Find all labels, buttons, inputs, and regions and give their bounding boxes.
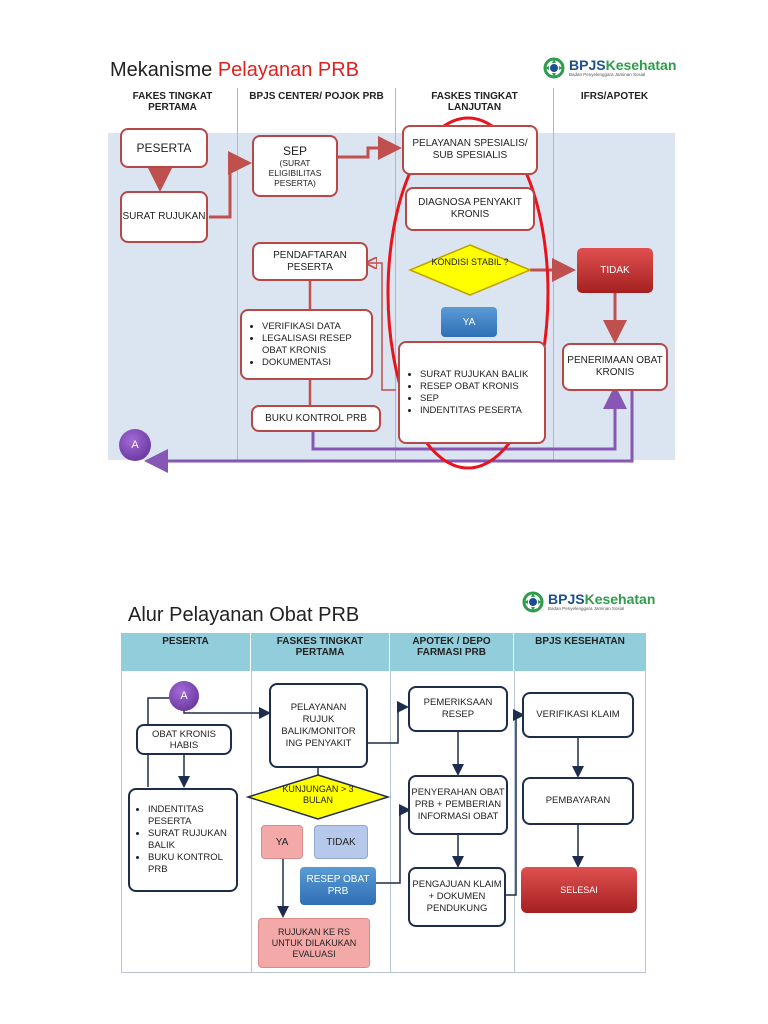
surat-item: SEP [420, 393, 528, 405]
peserta-doc-item: INDENTITAS PESERTA [148, 804, 236, 828]
penerimaan-obat-box: PENERIMAAN OBAT KRONIS [562, 343, 668, 391]
logo-brand-b: Kesehatan [605, 57, 677, 74]
lane-header-1: FAKES TINGKAT PERTAMA [108, 88, 238, 133]
bpjs-logo-icon [543, 57, 565, 79]
peserta-doc-item: SURAT RUJUKAN BALIK [148, 828, 236, 852]
lane-header-apotek: APOTEK / DEPO FARMASI PRB [390, 633, 514, 671]
purple-buku-to-penerimaan [311, 385, 627, 451]
sep-title: SEP [282, 144, 307, 158]
bpjs-logo-icon [522, 591, 544, 613]
arrow-pengajuan-to-verifikasi [506, 709, 525, 896]
pelayanan-spesialis-box: PELAYANAN SPESIALIS/ SUB SPESIALIS [402, 125, 538, 175]
lanes-body [121, 671, 646, 973]
surat-item: RESEP OBAT KRONIS [420, 381, 528, 393]
lane-header-4: IFRS/APOTEK [554, 88, 675, 133]
slide2-title: Alur Pelayanan Obat PRB [128, 604, 360, 626]
verifikasi-item: VERIFIKASI DATA [262, 321, 371, 333]
resep-obat-prb-box: RESEP OBAT PRB [300, 867, 376, 905]
logo-subtitle: Badan Penyelenggara Jaminan Sosial [569, 72, 646, 78]
verifikasi-item: DOKUMENTASI [262, 357, 371, 369]
surat-item: INDENTITAS PESERTA [420, 405, 528, 417]
title-part-1: Mekanisme [110, 59, 218, 81]
connector-a-circle: A [169, 681, 199, 711]
slide-alur-pelayanan-obat-prb: Alur Pelayanan Obat PRB BPJSKesehatan Ba… [118, 585, 655, 980]
surat-rujukan-box: SURAT RUJUKAN [120, 191, 208, 243]
rujukan-ke-rs-box: RUJUKAN KE RS UNTUK DILAKUKAN EVALUASI [258, 918, 370, 968]
slide1-title: Mekanisme Pelayanan PRB [110, 59, 359, 82]
slide-mekanisme-pelayanan-prb: Mekanisme Pelayanan PRB BPJSKesehatan Ba… [100, 45, 680, 473]
lane-header-2: BPJS CENTER/ POJOK PRB [238, 88, 396, 133]
penyerahan-obat-box: PENYERAHAN OBAT PRB + PEMBERIAN INFORMAS… [408, 775, 508, 835]
logo-subtitle: Badan Penyelenggara Jaminan Sosial [548, 606, 625, 612]
surat-rujukan-list: SURAT RUJUKAN BALIK RESEP OBAT KRONIS SE… [406, 369, 528, 417]
peserta-docs-list: INDENTITAS PESERTA SURAT RUJUKAN BALIK B… [134, 804, 236, 876]
verifikasi-klaim-box: VERIFIKASI KLAIM [522, 692, 634, 738]
kunjungan-label: KUNJUNGAN > 3 BULAN [282, 784, 354, 805]
arrow-surat-to-pendaftaran [368, 263, 396, 391]
slide1-connectors [144, 116, 634, 473]
pendaftaran-peserta-box: PENDAFTARAN PESERTA [252, 242, 368, 281]
diamond-kunjungan [245, 774, 391, 820]
surat-rujukan-list-box: SURAT RUJUKAN BALIK RESEP OBAT KRONIS SE… [398, 341, 546, 444]
sep-subtitle: (SURAT ELIGIBILITAS PESERTA) [268, 158, 322, 188]
verifikasi-item: LEGALISASI RESEP OBAT KRONIS [262, 333, 371, 357]
diagnosa-box: DIAGNOSA PENYAKIT KRONIS [405, 187, 535, 231]
peserta-docs-box: INDENTITAS PESERTA SURAT RUJUKAN BALIK B… [128, 788, 238, 892]
arrow-pelayanan-to-pemeriksaan [368, 701, 409, 744]
lane-header-bpjs: BPJS KESEHATAN [514, 633, 646, 671]
diamond-kondisi-stabil [408, 244, 532, 296]
sep-box: SEP (SURAT ELIGIBILITAS PESERTA) [252, 135, 338, 197]
peserta-doc-item: BUKU KONTROL PRB [148, 852, 236, 876]
bpjs-logo: BPJSKesehatan Badan Penyelenggara Jamina… [522, 591, 655, 613]
lane-divider [390, 671, 391, 973]
pembayaran-box: PEMBAYARAN [522, 777, 634, 825]
verifikasi-list-box: VERIFIKASI DATA LEGALISASI RESEP OBAT KR… [240, 309, 373, 380]
logo-brand-a: BPJS [548, 591, 585, 608]
logo-brand-a: BPJS [569, 57, 606, 74]
lane-header-faskes: FASKES TINGKAT PERTAMA [251, 633, 390, 671]
selesai-box: SELESAI [521, 867, 637, 913]
lane-divider [251, 671, 252, 973]
kondisi-stabil-label: KONDISI STABIL ? [431, 257, 509, 267]
ya-button: YA [441, 307, 497, 337]
pemeriksaan-resep-box: PEMERIKSAAN RESEP [408, 686, 508, 732]
pelayanan-rujuk-balik-box: PELAYANAN RUJUK BALIK/MONITOR ING PENYAK… [269, 683, 368, 768]
ya-box: YA [261, 825, 303, 859]
arrow-surat-to-sep [209, 151, 252, 219]
tidak-box: TIDAK [314, 825, 368, 859]
slide2-connectors [147, 697, 584, 918]
pengajuan-klaim-box: PENGAJUAN KLAIM + DOKUMEN PENDUKUNG [408, 867, 506, 927]
surat-item: SURAT RUJUKAN BALIK [420, 369, 528, 381]
connector-a-circle: A [119, 429, 151, 461]
verifikasi-list: VERIFIKASI DATA LEGALISASI RESEP OBAT KR… [248, 321, 371, 369]
arrow-resep-to-penyerahan [376, 804, 411, 884]
buku-kontrol-box: BUKU KONTROL PRB [251, 405, 381, 432]
obat-kronis-habis-box: OBAT KRONIS HABIS [136, 724, 232, 755]
highlight-ellipse [386, 116, 550, 470]
title-part-2: Pelayanan PRB [217, 59, 360, 81]
logo-brand-b: Kesehatan [584, 591, 656, 608]
tidak-box: TIDAK [577, 248, 653, 293]
arrow-sep-to-pelayanan [338, 136, 402, 160]
peserta-box: PESERTA [120, 128, 208, 168]
lane-header-peserta: PESERTA [121, 633, 251, 671]
purple-penerimaan-to-a [144, 391, 634, 473]
lane-divider [514, 671, 515, 973]
bpjs-logo: BPJSKesehatan Badan Penyelenggara Jamina… [543, 57, 676, 79]
